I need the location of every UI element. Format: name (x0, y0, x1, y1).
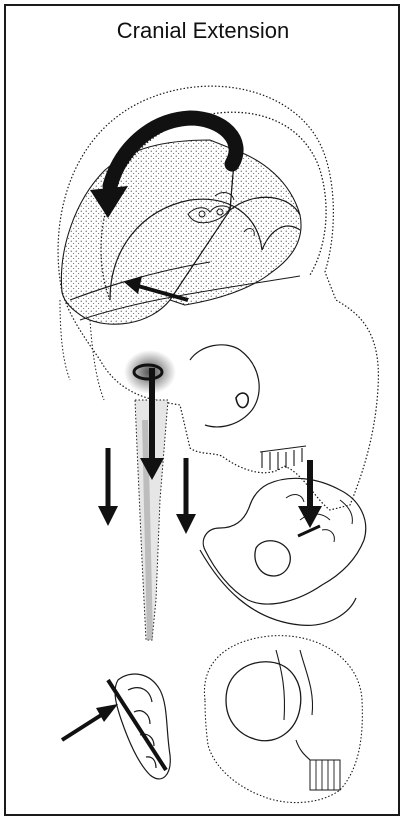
pelvis-drawing (200, 478, 366, 625)
right-down-arrow-icon (176, 458, 196, 534)
pelvis-down-arrow-icon (298, 460, 322, 528)
sacrum-diagonal-arrow-icon (62, 704, 118, 740)
pelvic-joint-line (298, 526, 320, 536)
frontal-skull-drawing (204, 636, 362, 803)
lateral-skull-drawing (58, 86, 378, 510)
left-down-arrow-icon (98, 448, 118, 526)
